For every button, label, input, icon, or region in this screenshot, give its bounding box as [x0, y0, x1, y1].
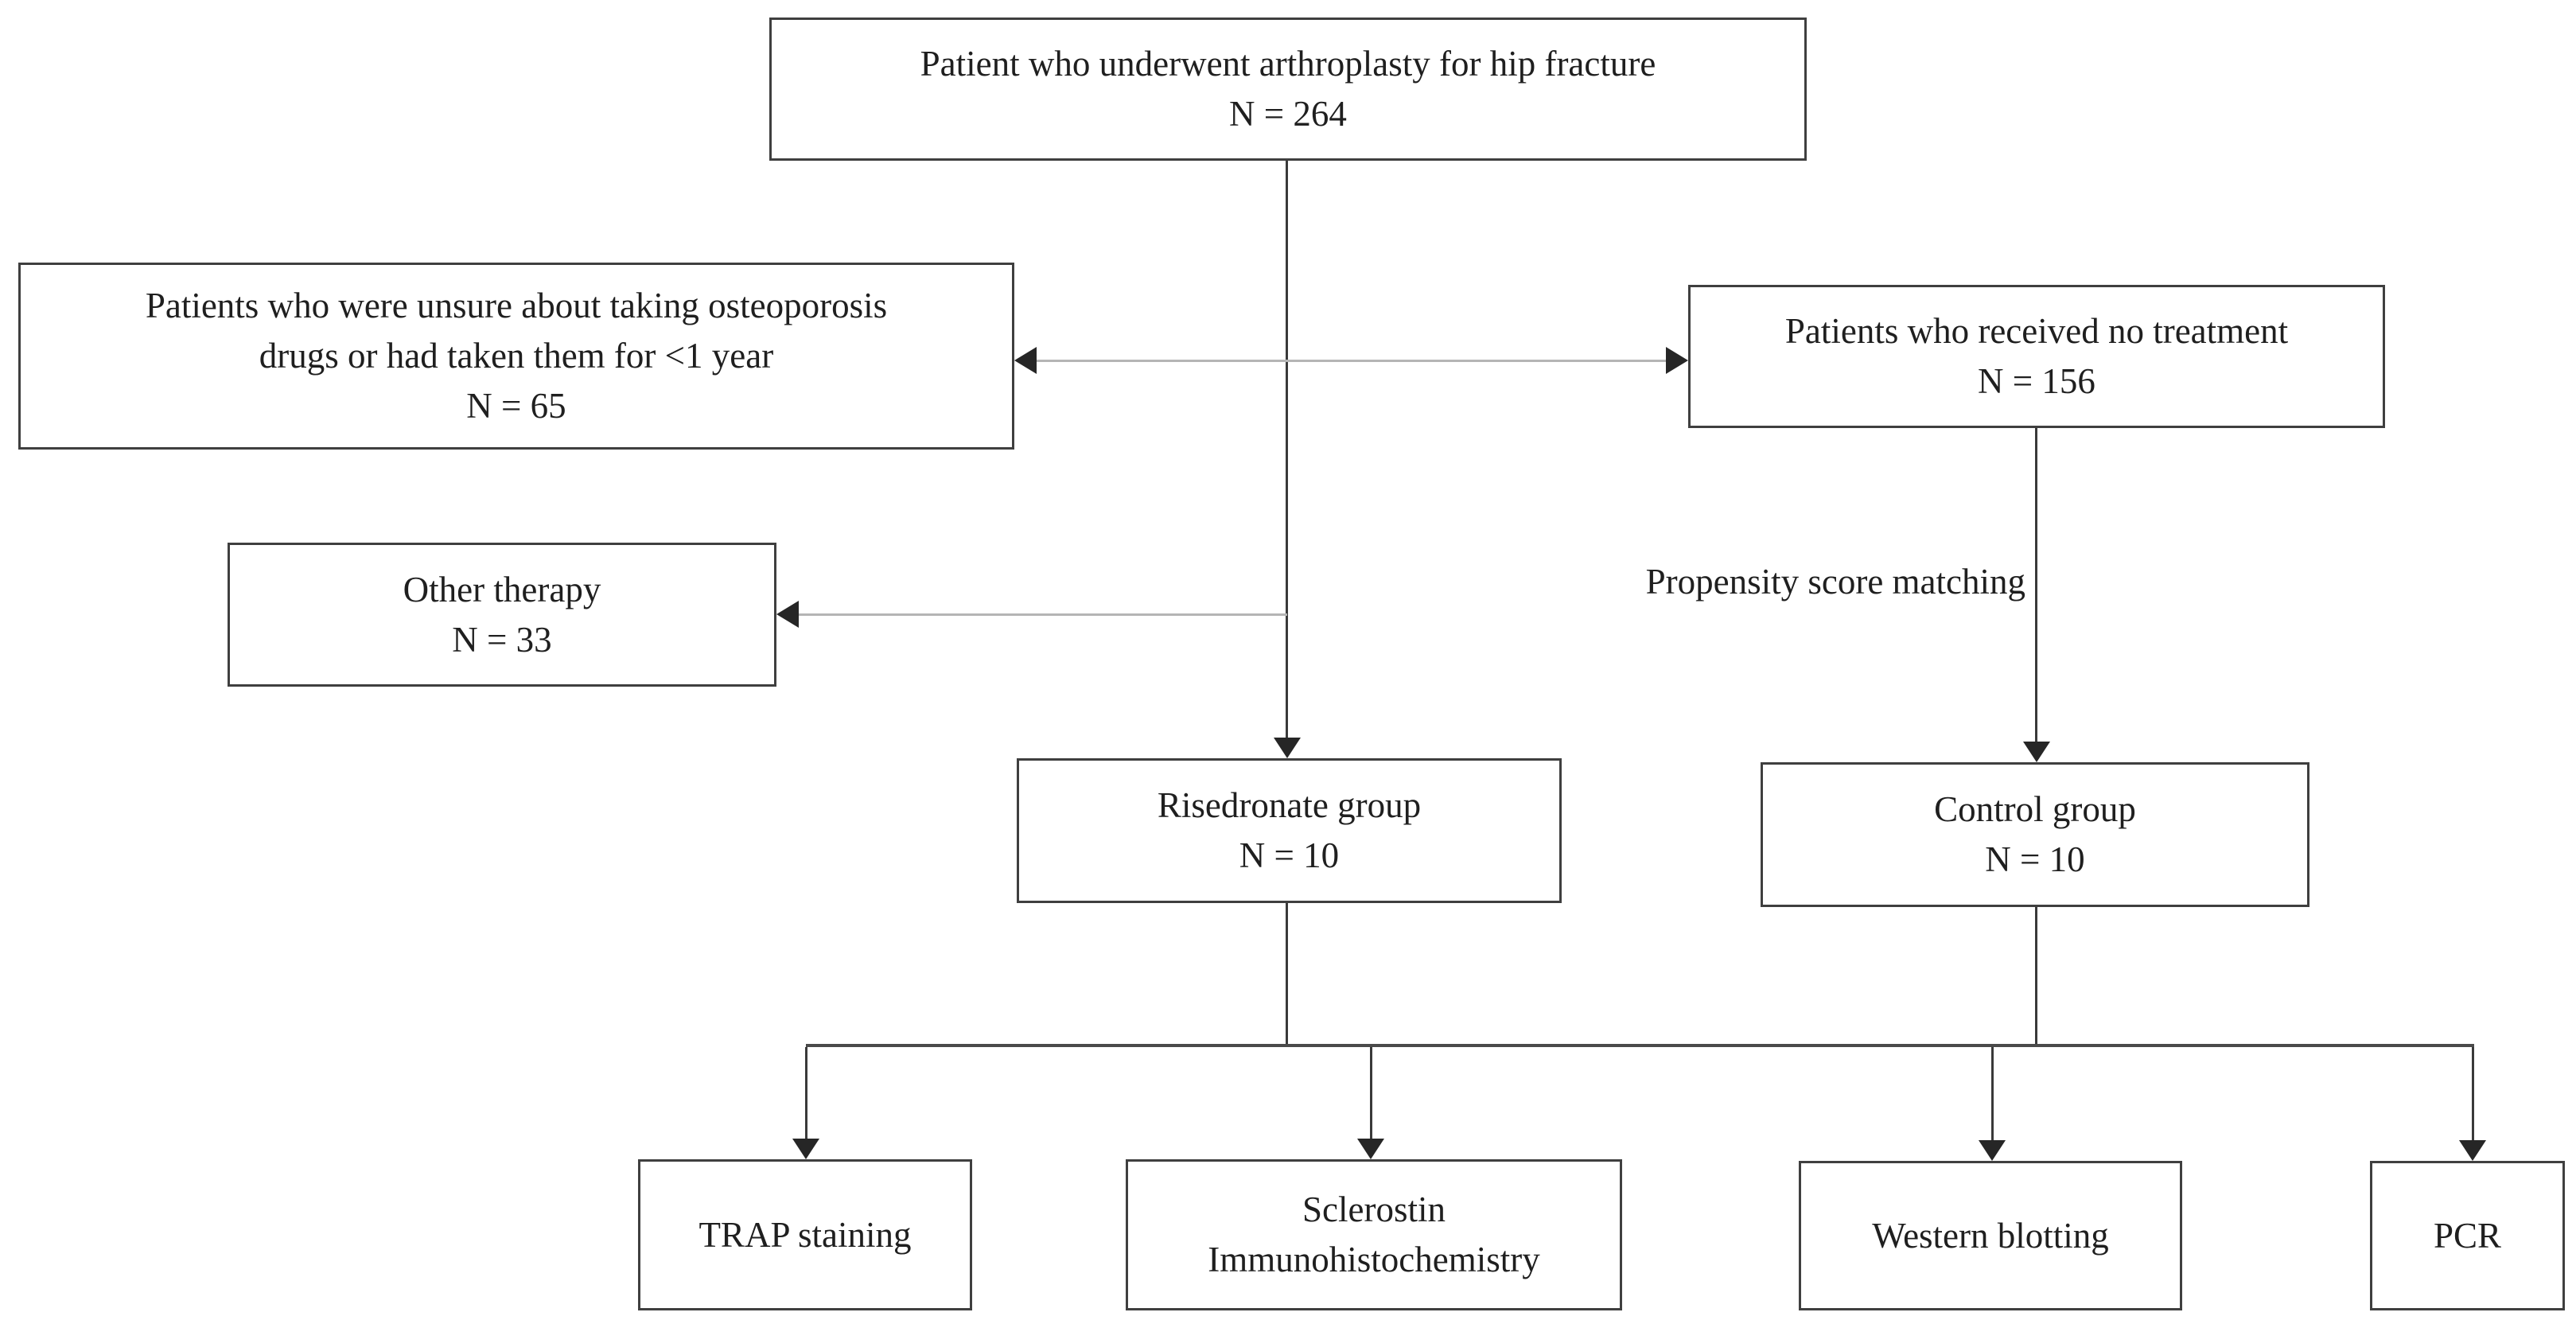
node-top-population: Patient who underwent arthroplasty for h… — [769, 18, 1807, 161]
arrowhead-into-control-icon — [2023, 742, 2050, 762]
node-top-population-line1: Patient who underwent arthroplasty for h… — [920, 44, 1656, 84]
connector-drop-pcr — [2472, 1047, 2474, 1141]
connector-control-down — [2035, 907, 2037, 1046]
connector-drop-trap — [805, 1047, 807, 1139]
node-risedronate-group: Risedronate group N = 10 — [1017, 758, 1562, 903]
arrowhead-into-sclerostin-icon — [1357, 1139, 1384, 1159]
node-pcr: PCR — [2370, 1161, 2565, 1310]
connector-drop-sclerostin — [1370, 1047, 1372, 1139]
node-no-treatment-count: N = 156 — [1978, 361, 2095, 401]
node-risedronate-group-line1: Risedronate group — [1157, 785, 1422, 825]
node-trap-staining: TRAP staining — [638, 1159, 972, 1310]
node-western-blotting-line1: Western blotting — [1872, 1215, 2109, 1256]
node-excluded-unsure-count: N = 65 — [466, 386, 566, 426]
node-trap-staining-line1: TRAP staining — [698, 1214, 912, 1255]
node-control-group-count: N = 10 — [1985, 839, 2085, 879]
connector-risedronate-down — [1286, 903, 1288, 1046]
node-top-population-count: N = 264 — [1229, 94, 1347, 134]
node-control-group: Control group N = 10 — [1761, 762, 2309, 907]
node-other-therapy-line1: Other therapy — [403, 569, 601, 609]
arrowhead-into-risedronate-icon — [1274, 738, 1301, 758]
node-excluded-unsure: Patients who were unsure about taking os… — [18, 263, 1014, 450]
connector-drop-western — [1991, 1047, 1994, 1141]
node-risedronate-group-count: N = 10 — [1239, 835, 1340, 875]
connector-exclusion-double-arrow — [1031, 360, 1669, 362]
node-no-treatment-line1: Patients who received no treatment — [1784, 311, 2289, 351]
node-excluded-unsure-line1: Patients who were unsure about taking os… — [145, 286, 888, 325]
node-sclerostin-ihc-line1: Sclerostin — [1302, 1190, 1446, 1229]
node-pcr-line1: PCR — [2433, 1215, 2502, 1256]
connector-other-therapy — [795, 613, 1287, 616]
arrowhead-into-excluded-unsure-icon — [1014, 347, 1037, 374]
node-sclerostin-ihc: Sclerostin Immunohistochemistry — [1126, 1159, 1622, 1310]
node-western-blotting: Western blotting — [1799, 1161, 2182, 1310]
arrowhead-into-trap-icon — [792, 1139, 819, 1159]
arrowhead-into-pcr-icon — [2459, 1140, 2486, 1161]
node-other-therapy: Other therapy N = 33 — [228, 543, 776, 687]
arrowhead-into-western-icon — [1979, 1140, 2006, 1161]
connector-no-treatment-to-control — [2035, 428, 2037, 742]
node-no-treatment: Patients who received no treatment N = 1… — [1688, 285, 2385, 428]
arrowhead-into-no-treatment-icon — [1666, 347, 1688, 374]
propensity-matching-label: Propensity score matching — [1645, 562, 2025, 602]
connector-main-vertical — [1286, 161, 1288, 738]
node-excluded-unsure-line2: drugs or had taken them for <1 year — [259, 336, 774, 376]
node-other-therapy-count: N = 33 — [452, 619, 552, 660]
node-control-group-line1: Control group — [1934, 789, 2136, 829]
connector-bottom-horizontal — [806, 1044, 2474, 1047]
arrowhead-into-other-therapy-icon — [776, 601, 799, 628]
node-sclerostin-ihc-line2: Immunohistochemistry — [1208, 1240, 1540, 1279]
